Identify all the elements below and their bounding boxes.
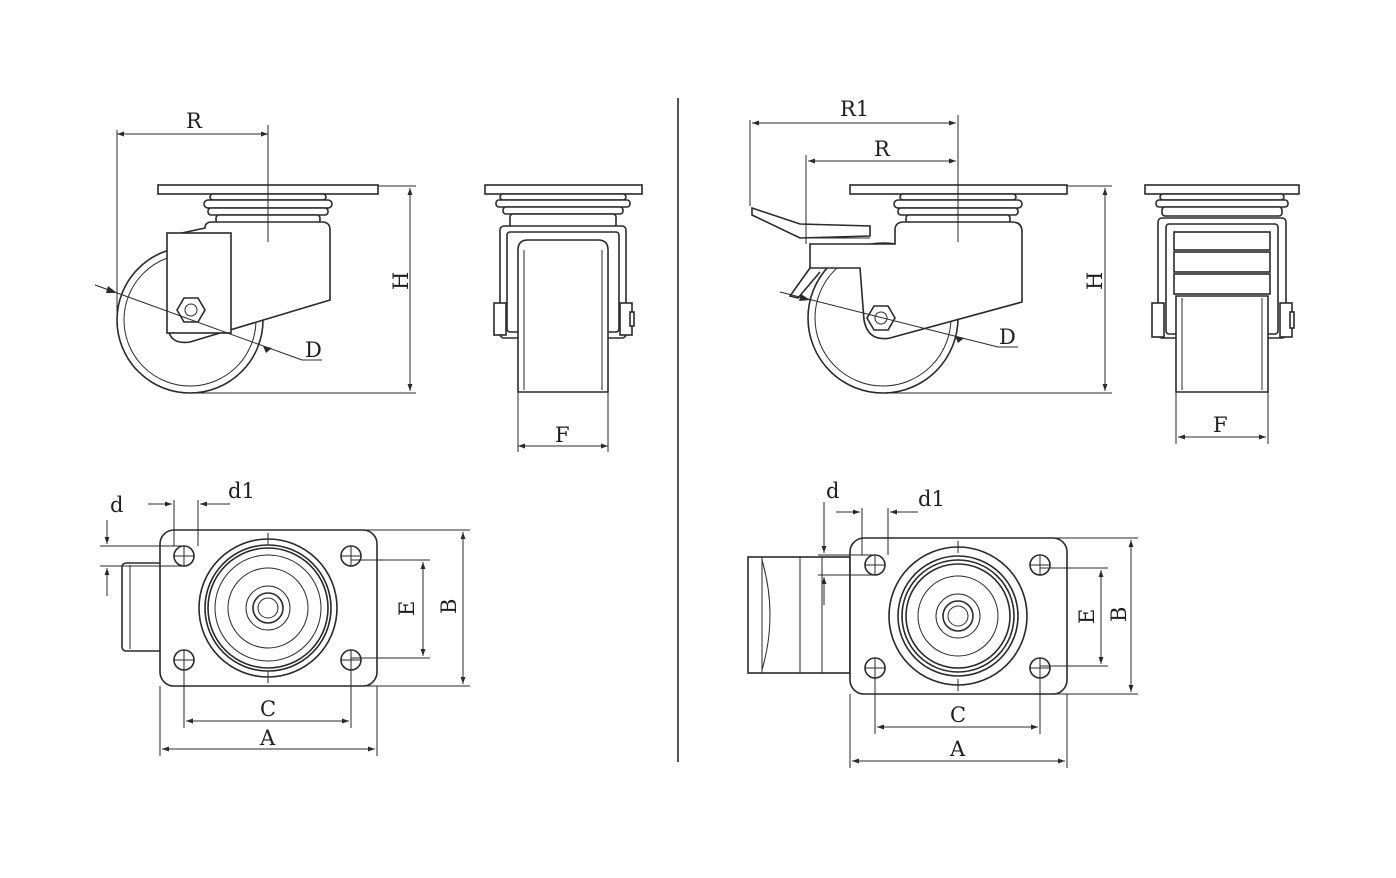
left-front-label-f: F [555,423,570,447]
right-top-label-c: C [950,703,966,727]
left-top-view: d d1 E B C A [100,479,470,756]
right-side-view: R1 R H D [749,97,1112,394]
left-top-label-d: d [110,493,123,517]
right-front-view: F [1144,184,1300,444]
right-top-view: d d1 E B C A [747,479,1138,768]
left-top-label-c: C [260,697,276,721]
right-side-label-r1: R1 [840,97,869,121]
right-top-label-b: B [1107,607,1131,622]
left-top-label-d1: d1 [228,479,255,503]
left-side-label-d: D [305,338,322,362]
right-top-label-a: A [949,737,966,761]
left-front-view: F [484,184,643,452]
left-side-view: R H D [94,109,416,394]
right-top-label-d: d [826,479,839,503]
right-side-label-h: H [1083,272,1107,290]
left-top-label-e: E [395,601,419,616]
left-side-label-h: H [389,272,413,290]
right-top-label-e: E [1075,609,1099,624]
left-side-label-r: R [186,109,203,133]
right-side-label-d: D [999,325,1016,349]
left-top-label-b: B [437,599,461,614]
right-top-label-d1: d1 [918,487,945,511]
right-side-label-r: R [874,137,891,161]
left-top-label-a: A [259,726,276,750]
right-front-label-f: F [1213,413,1228,437]
